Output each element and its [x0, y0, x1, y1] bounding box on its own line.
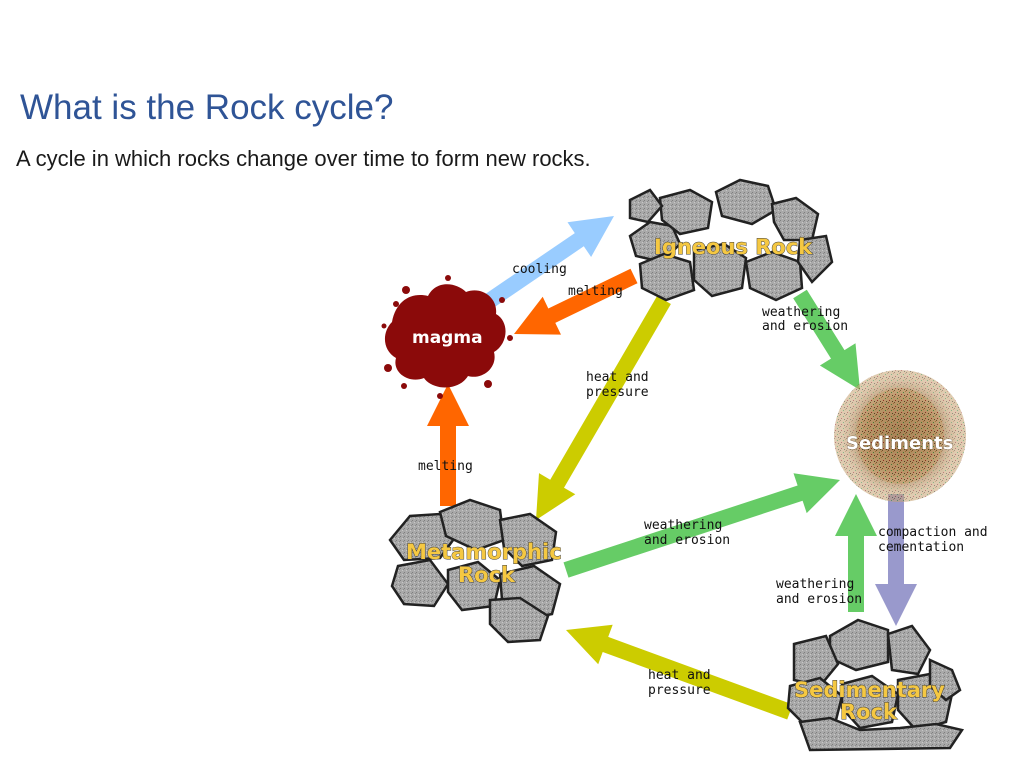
- sedimentary-rock-label-line1: Sedimentary: [794, 678, 945, 702]
- igneous-rock-label: Igneous Rock: [654, 235, 813, 259]
- edge-label-heat-sedimentary-1: heat and: [648, 668, 711, 683]
- arrow-cooling: [477, 216, 614, 313]
- sediments-node: Sediments: [834, 370, 966, 502]
- edge-label-heat-sedimentary-2: pressure: [648, 683, 711, 698]
- arrow-weathering-meta: [563, 473, 840, 578]
- edge-label-weathering-igneous-2: and erosion: [762, 319, 848, 334]
- arrow-melting-from-meta: [427, 384, 469, 506]
- arrow-weathering-sed: [835, 494, 877, 612]
- edge-label-compaction-2: cementation: [878, 540, 964, 555]
- igneous-rock-node: Igneous Rock: [628, 178, 834, 302]
- page-title: What is the Rock cycle?: [20, 88, 394, 127]
- arrow-compaction: [875, 494, 917, 626]
- edge-label-melting-metamorphic: melting: [418, 459, 473, 474]
- arrows-layer: [427, 216, 917, 720]
- magma-label: magma: [412, 328, 483, 348]
- edge-label-weathering-sedimentary-2: and erosion: [776, 592, 862, 607]
- sedimentary-rock-node: Sedimentary Rock: [786, 618, 965, 752]
- edge-label-compaction-1: compaction and: [878, 525, 988, 540]
- metamorphic-rock-label-line2: Rock: [458, 563, 516, 587]
- edge-label-melting-igneous: melting: [568, 284, 623, 299]
- arrow-heat-igneous: [536, 296, 671, 520]
- edge-label-heat-igneous-1: heat and: [586, 370, 649, 385]
- arrow-heat-sed: [566, 624, 793, 720]
- metamorphic-rock-label-line1: Metamorphic: [406, 540, 562, 564]
- edge-label-weathering-sedimentary-1: weathering: [776, 577, 854, 592]
- sedimentary-rock-label-line2: Rock: [840, 700, 898, 724]
- edge-label-weathering-metamorphic-1: weathering: [644, 518, 722, 533]
- magma-node: magma: [381, 275, 513, 399]
- sediments-label: Sediments: [846, 433, 953, 454]
- metamorphic-rock-node: Metamorphic Rock: [388, 498, 562, 644]
- edge-label-cooling: cooling: [512, 262, 567, 277]
- edge-label-weathering-metamorphic-2: and erosion: [644, 533, 730, 548]
- arrow-weathering-igneous: [793, 289, 860, 390]
- edge-label-weathering-igneous-1: weathering: [762, 305, 840, 320]
- arrow-melting-to-magma: [514, 268, 638, 335]
- page-subtitle: A cycle in which rocks change over time …: [16, 146, 591, 171]
- edge-label-heat-igneous-2: pressure: [586, 385, 649, 400]
